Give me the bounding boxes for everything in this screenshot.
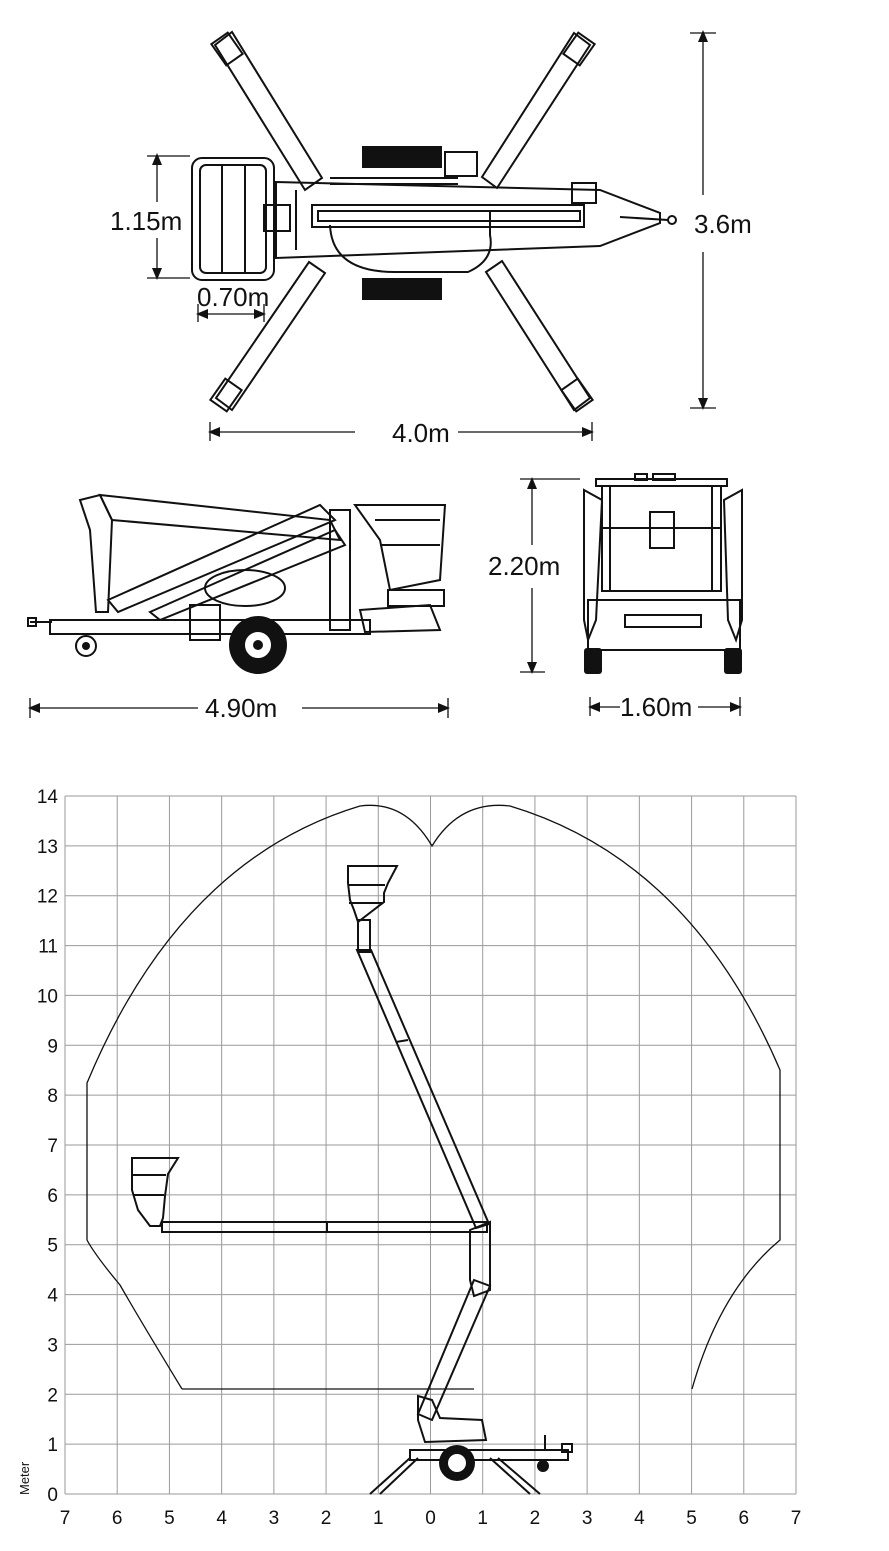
y-tick-label: 5 [47,1236,58,1257]
dim-platform-width-label: 0.70m [197,282,269,312]
y-tick-label: 6 [47,1186,58,1207]
dim-transport-width [588,697,742,716]
dim-platform-length [147,153,190,280]
dim-platform-length-label: 1.15m [110,206,182,236]
trailer-side [27,493,447,657]
x-tick-label: 6 [112,1508,123,1529]
rear-tire-left [584,648,602,674]
y-tick-label: 7 [47,1136,58,1157]
dim-outrigger-width [690,30,716,410]
y-axis-label: Meter [17,1461,32,1495]
dim-transport-width-label: 1.60m [620,692,692,722]
dim-outrigger-length [208,422,594,441]
machine-base [369,1435,573,1495]
y-tick-label: 3 [47,1335,58,1356]
x-tick-label: 4 [634,1508,645,1529]
x-tick-label: 3 [269,1508,280,1529]
x-tick-label: 3 [582,1508,593,1529]
range-grid [64,795,797,1495]
x-axis-ticks: 7 6 5 4 3 2 1 0 1 2 3 4 5 6 7 [60,1508,802,1529]
x-tick-label: 4 [216,1508,227,1529]
wheel-top [362,146,442,168]
outrigger-top-left [209,30,324,192]
outrigger-bottom-left [208,260,327,413]
lower-boom [416,1220,492,1444]
x-tick-label: 6 [738,1508,749,1529]
y-tick-label: 1 [47,1435,58,1456]
boom-max-outreach [131,1157,488,1233]
rear-tire-right [724,648,742,674]
working-envelope [86,804,781,1390]
y-tick-label: 13 [37,837,58,858]
wheel-bottom [362,278,442,300]
boom-max-height [347,865,491,1230]
x-tick-label: 5 [686,1508,697,1529]
x-tick-label: 0 [425,1508,436,1529]
chassis [275,151,677,273]
dim-outrigger-width-label: 3.6m [694,209,752,239]
side-view-drawing: 4.90m 2.20m 1.60m [27,473,743,723]
y-tick-label: 14 [37,787,59,808]
x-tick-label: 2 [321,1508,332,1529]
rear-view [583,473,743,651]
y-tick-label: 9 [47,1036,58,1057]
x-tick-label: 1 [373,1508,384,1529]
x-tick-label: 1 [477,1508,488,1529]
y-tick-label: 8 [47,1086,58,1107]
top-view-drawing: 3.6m 1.15m 0.70m 4.0m [110,30,752,448]
outrigger-bottom-right [484,259,595,413]
y-tick-label: 2 [47,1385,58,1406]
x-tick-label: 2 [530,1508,541,1529]
dim-outrigger-length-label: 4.0m [392,418,450,448]
y-tick-label: 12 [37,887,58,908]
dim-transport-length-label: 4.90m [205,693,277,723]
dim-platform-width [196,304,266,322]
x-tick-label: 5 [164,1508,175,1529]
x-tick-label: 7 [791,1508,802,1529]
dim-transport-length [28,698,450,718]
y-tick-label: 11 [38,937,58,958]
y-tick-label: 4 [47,1286,58,1307]
dim-transport-height [520,477,580,674]
y-tick-label: 0 [47,1485,58,1506]
y-tick-label: 10 [37,986,58,1007]
x-tick-label: 7 [60,1508,71,1529]
dim-transport-height-label: 2.20m [488,551,560,581]
